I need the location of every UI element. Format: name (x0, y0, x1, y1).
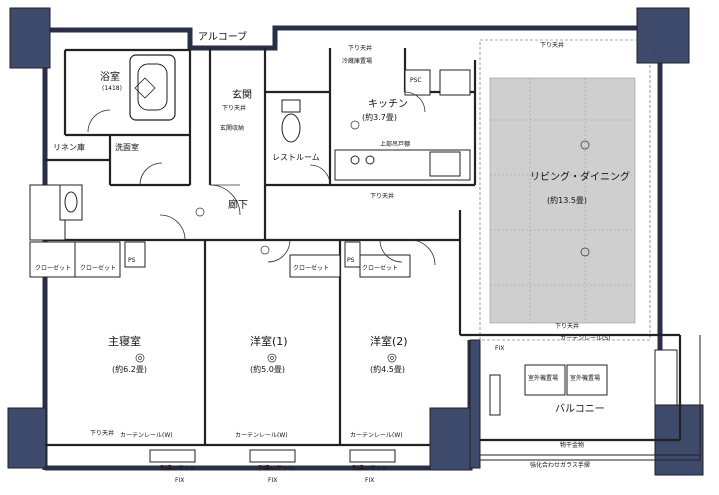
label-fix-4: FIX (495, 345, 504, 352)
label-western2: 洋室(2) (370, 334, 408, 348)
label-ceiling-1: 下り天井 (540, 41, 564, 49)
label-fix-2: FIX (268, 477, 277, 484)
labels: アルコーブ 浴室 (1418) 玄関 下り天井 玄関収納 レストルーム キッチン… (35, 30, 630, 484)
label-corridor: 廊下 (228, 198, 248, 211)
label-bath-size: (1418) (102, 85, 122, 92)
label-ceiling-4: 下り天井 (90, 429, 114, 437)
interior-walls (45, 48, 682, 447)
label-entrance-ceiling: 下り天井 (222, 104, 246, 112)
label-entrance: 玄関 (232, 88, 252, 101)
door-swings (87, 91, 436, 266)
bathtub (129, 54, 176, 121)
label-ldk-size: (約13.5畳) (547, 195, 587, 205)
label-sash-3: 引違いサッシ (352, 464, 388, 472)
label-aircon-1: 室外機置場 (528, 374, 558, 382)
label-ps-2: PS (347, 257, 355, 264)
ldk-floor (489, 77, 636, 324)
wash-basin (59, 184, 83, 221)
label-utility: 洗面室 (115, 142, 139, 152)
label-fix-3: FIX (365, 477, 374, 484)
label-curtain-2: カーテンレール(W) (235, 432, 288, 439)
label-balcony: バルコニー (555, 403, 605, 415)
label-storage: 玄関収納 (220, 124, 244, 132)
closets (29, 69, 471, 278)
label-fridge: 冷蔵庫置場 (342, 57, 372, 65)
label-western1-size: (約5.0畳) (250, 364, 285, 374)
label-ceiling-5: 下り天井 (555, 322, 579, 330)
ldk-grid (490, 78, 635, 323)
label-closet-3: クローゼット (293, 264, 329, 272)
label-sash-2: 引違いサッシ (258, 464, 294, 472)
columns (7, 7, 704, 476)
label-restroom: レストルーム (272, 153, 320, 162)
label-western1: 洋室(1) (250, 334, 288, 348)
label-psc: PSC (410, 77, 422, 84)
label-kitchen: キッチン (368, 98, 408, 110)
label-closet-1: クローゼット (35, 264, 71, 272)
label-ceiling-2: 下り天井 (348, 44, 372, 52)
label-ceiling-3: 下り天井 (370, 192, 394, 200)
label-curtain-4: カーテンレール(S) (560, 335, 611, 342)
toilet (281, 99, 301, 143)
label-closet-2: クローゼット (80, 264, 116, 272)
label-glass-rail: 強化合わせガラス手摺 (530, 461, 590, 469)
label-fix-1: FIX (175, 477, 184, 484)
label-ps-1: PS (128, 257, 136, 264)
label-curtain-3: カーテンレール(W) (350, 432, 403, 439)
label-linen: リネン庫 (53, 142, 85, 152)
balcony-items (489, 349, 678, 416)
label-master-size: (約6.2畳) (112, 364, 147, 374)
kitchen-counter (334, 149, 471, 181)
label-bath: 浴室 (100, 70, 120, 83)
label-closet-4: クローゼット (362, 264, 398, 272)
label-monoho: 物干金物 (560, 441, 584, 449)
label-aircon-2: 室外機置場 (570, 374, 600, 382)
light-fixtures (135, 120, 590, 363)
label-western2-size: (約4.5畳) (370, 364, 405, 374)
label-curtain-1: カーテンレール(W) (120, 432, 173, 439)
label-sash-1: 引違いサッシ (160, 464, 196, 472)
label-kitchen-size: (約3.7畳) (362, 112, 397, 122)
label-ldk: リビング・ダイニング (530, 170, 630, 183)
label-alcove: アルコーブ (198, 30, 247, 43)
bottom-windows (149, 449, 396, 463)
label-upper: 上部吊戸棚 (380, 140, 410, 148)
label-master: 主寝室 (108, 334, 141, 348)
